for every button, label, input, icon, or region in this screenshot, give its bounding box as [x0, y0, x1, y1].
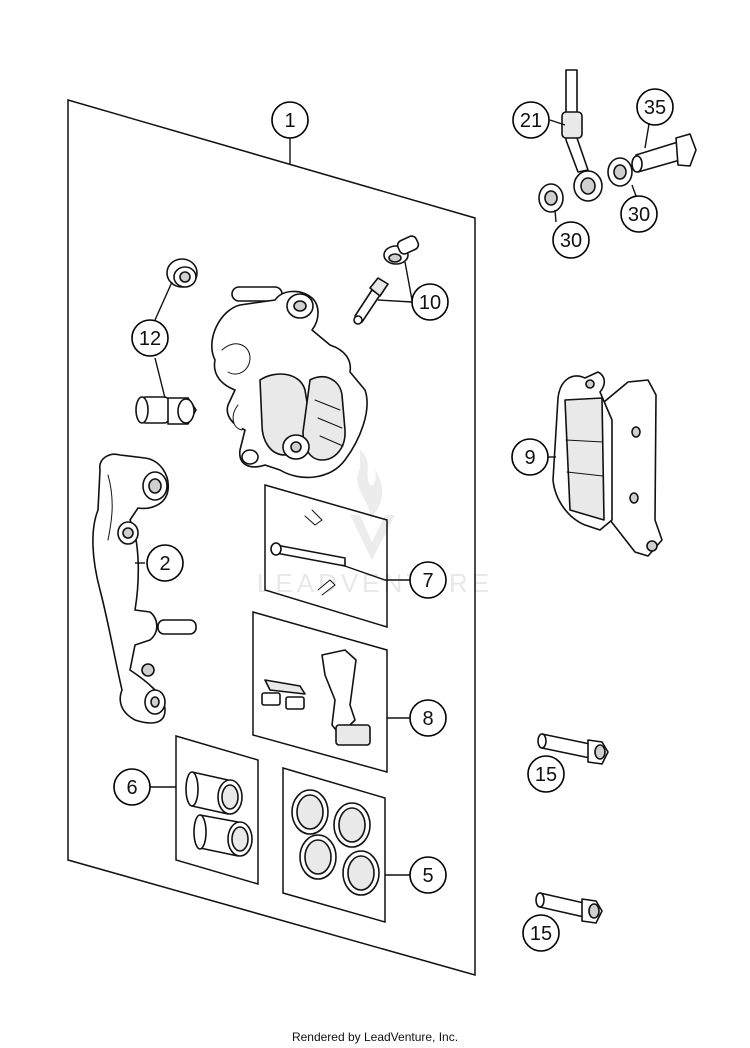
watermark-text: LEADVENTURE [257, 568, 493, 598]
copper-washer-2 [607, 157, 633, 187]
callout-8[interactable]: 8 [409, 699, 447, 737]
callout-6[interactable]: 6 [113, 768, 151, 806]
caliper-bracket [92, 453, 197, 724]
svg-text:12: 12 [139, 328, 161, 350]
render-credit-footer: Rendered by LeadVenture, Inc. [291, 1030, 459, 1044]
svg-text:9: 9 [524, 447, 535, 469]
brake-pad-front [552, 371, 613, 531]
caliper-bushing [166, 258, 198, 288]
callout-5[interactable]: 5 [409, 856, 447, 894]
svg-text:1: 1 [284, 110, 295, 132]
caliper-mount-bolt-2 [535, 892, 603, 924]
svg-text:15: 15 [535, 764, 557, 786]
caliper-piston-2 [193, 814, 253, 857]
callout-12[interactable]: 12 [131, 319, 169, 357]
svg-text:2: 2 [159, 553, 170, 575]
callout-10[interactable]: 10 [411, 283, 449, 321]
callout-35[interactable]: 35 [636, 88, 674, 126]
callout-7[interactable]: 7 [409, 561, 447, 599]
svg-text:30: 30 [560, 230, 582, 252]
bleeder-cap [383, 235, 420, 265]
banjo-bolt [631, 133, 697, 173]
piston-seal-3 [299, 834, 337, 880]
svg-text:35: 35 [644, 97, 666, 119]
caliper-assembly-frame [67, 99, 476, 976]
copper-washer-1 [538, 183, 564, 213]
callout-9[interactable]: 9 [511, 438, 549, 476]
piston-kit-box [175, 734, 259, 886]
svg-text:30: 30 [628, 204, 650, 226]
svg-text:8: 8 [422, 708, 433, 730]
svg-text:15: 15 [530, 923, 552, 945]
svg-text:21: 21 [520, 110, 542, 132]
pin-kit-box [264, 484, 388, 629]
caliper-piston-1 [185, 771, 243, 815]
callout-2[interactable]: 2 [146, 544, 184, 582]
callout-30-right[interactable]: 30 [620, 195, 658, 233]
seal-kit-box [282, 766, 386, 923]
bleeder-valve [353, 277, 389, 325]
caliper-mount-bolt-1 [537, 733, 609, 765]
leadventure-watermark: LEADVENTURE [257, 450, 493, 598]
pad-spring [261, 649, 371, 746]
brake-hose [561, 69, 603, 202]
caliper-bolt-nut [135, 396, 197, 425]
brake-pad-rear [603, 379, 663, 557]
svg-text:10: 10 [419, 292, 441, 314]
piston-seal-4 [342, 850, 380, 896]
callout-21[interactable]: 21 [512, 101, 550, 139]
callout-15-upper[interactable]: 15 [527, 755, 565, 793]
callout-15-lower[interactable]: 15 [522, 914, 560, 952]
callout-30-left[interactable]: 30 [552, 221, 590, 259]
callout-1[interactable]: 1 [271, 101, 309, 139]
brake-caliper-body [211, 286, 368, 479]
piston-seal-1 [291, 789, 329, 835]
spring-kit-box [252, 611, 388, 773]
svg-text:7: 7 [422, 570, 433, 592]
caliper-pin [270, 509, 346, 596]
svg-text:6: 6 [126, 777, 137, 799]
piston-seal-2 [333, 802, 371, 848]
svg-text:5: 5 [422, 865, 433, 887]
